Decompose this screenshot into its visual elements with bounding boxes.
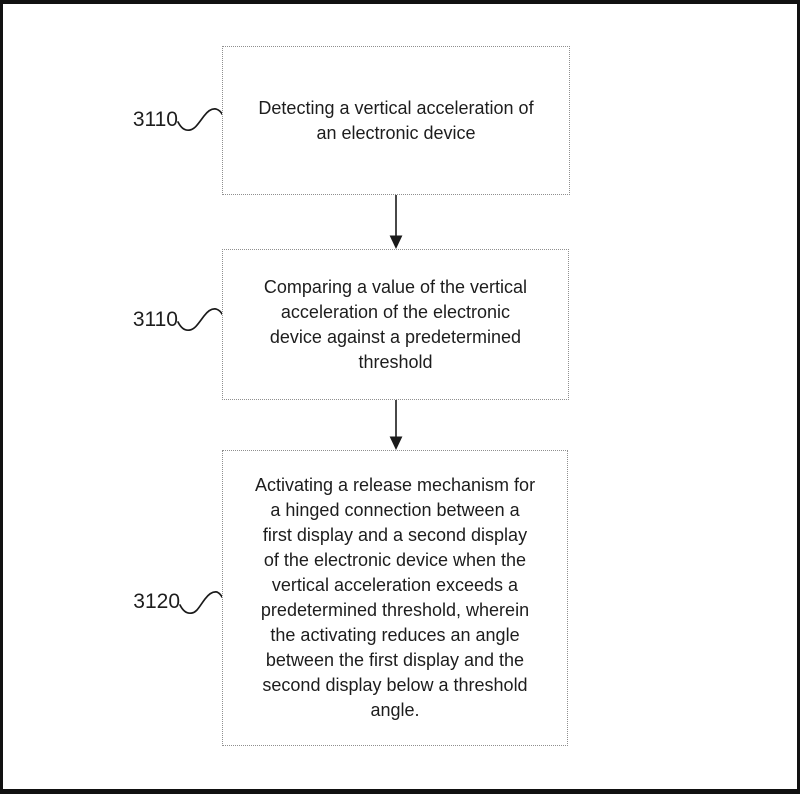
flow-step-box-activating: Activating a release mechanism for a hin… [222, 450, 568, 746]
flow-step-text: Detecting a vertical acceleration of an … [258, 97, 534, 143]
leader-squiggle-icon [179, 591, 223, 615]
flow-step-box-detecting: Detecting a vertical acceleration of an … [222, 46, 570, 195]
reference-label-step2: 3110 [132, 308, 178, 331]
flow-arrow-down-icon [389, 400, 403, 450]
flow-step-box-comparing: Comparing a value of the vertical accele… [222, 249, 569, 400]
leader-squiggle-icon [177, 308, 223, 332]
reference-label-step3: 3120 [133, 590, 180, 613]
flow-step-text: Comparing a value of the vertical accele… [263, 276, 528, 372]
leader-squiggle-icon [177, 108, 223, 132]
flow-arrow-down-icon [389, 195, 403, 249]
flow-step-text: Activating a release mechanism for a hin… [254, 475, 536, 720]
reference-label-step1: 3110 [132, 108, 178, 131]
